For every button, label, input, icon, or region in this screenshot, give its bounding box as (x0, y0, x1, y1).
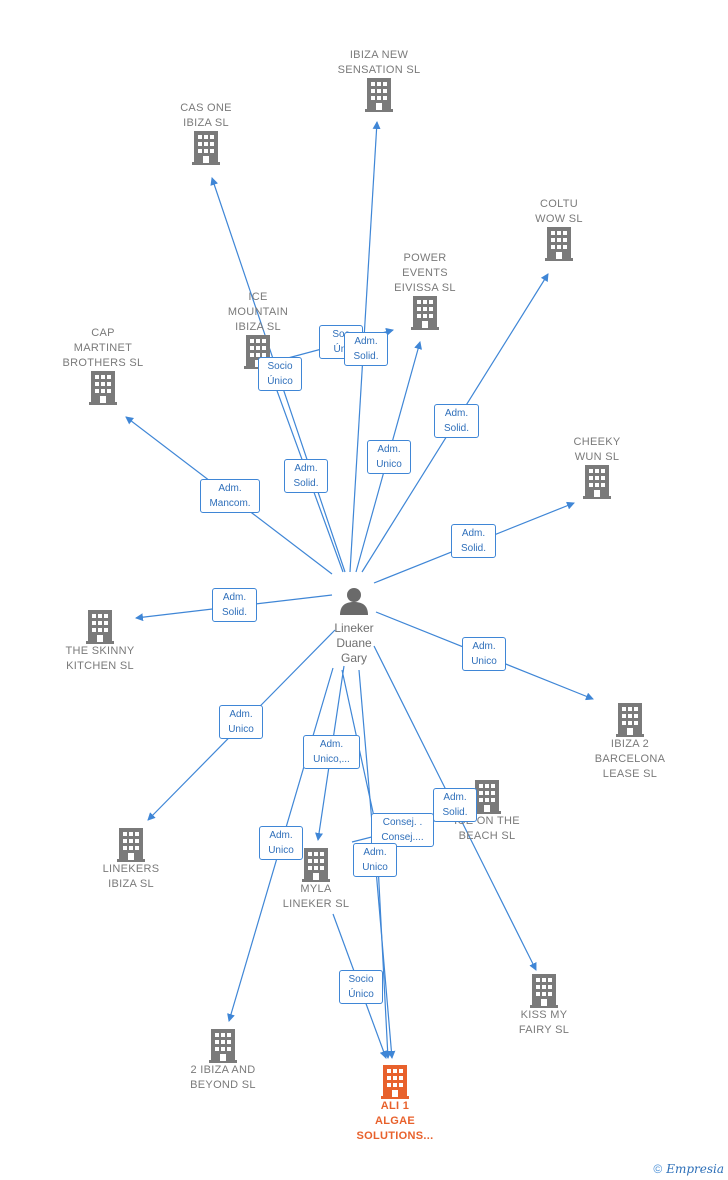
company-label: CAS ONE IBIZA SL (180, 102, 232, 129)
building-icon (192, 131, 220, 165)
role-tag-adm-solid[interactable]: Adm. Solid. (344, 332, 388, 366)
role-tag-adm-solid[interactable]: Adm. Solid. (451, 524, 496, 558)
role-tag-adm-solid[interactable]: Adm. Solid. (212, 588, 257, 622)
role-tag-adm-unico[interactable]: Adm. Unico (353, 843, 397, 877)
company-node-kiss-my-fairy[interactable]: KISS MY FAIRY SL (474, 974, 614, 1038)
role-tag-adm-unico[interactable]: Adm. Unico (367, 440, 411, 474)
copyright-icon: © (653, 1162, 663, 1176)
role-tag-adm-solid[interactable]: Adm. Solid. (284, 459, 328, 493)
company-label: ALI 1 ALGAE SOLUTIONS... (356, 1100, 434, 1142)
building-icon (583, 465, 611, 499)
building-icon (117, 828, 145, 862)
brand-logo: Empresia (666, 1162, 724, 1176)
company-node-cap-martinet-brothers[interactable]: CAP MARTINET BROTHERS SL (33, 326, 173, 405)
company-node-myla-lineker[interactable]: MYLA LINEKER SL (246, 848, 386, 912)
person-node-lineker-duane-gary[interactable]: Lineker Duane Gary (314, 586, 394, 666)
role-tag-adm-unico[interactable]: Adm. Unico (219, 705, 263, 739)
company-label: LINEKERS IBIZA SL (102, 863, 160, 890)
company-node-linekers-ibiza[interactable]: LINEKERS IBIZA SL (61, 828, 201, 892)
company-label: ICE MOUNTAIN IBIZA SL (227, 291, 289, 333)
company-label: MYLA LINEKER SL (282, 883, 350, 910)
role-tag-socio-unico[interactable]: Socio Único (258, 357, 302, 391)
company-node-power-events-eivissa[interactable]: POWER EVENTS EIVISSA SL (355, 251, 495, 330)
company-node-ibiza-2-barcelona-lease[interactable]: IBIZA 2 BARCELONA LEASE SL (560, 703, 700, 782)
company-node-2-ibiza-and-beyond[interactable]: 2 IBIZA AND BEYOND SL (153, 1029, 293, 1093)
building-icon (86, 610, 114, 644)
footer-brand: ©Empresia (653, 1162, 724, 1176)
company-label: THE SKINNY KITCHEN SL (65, 645, 135, 672)
company-label: IBIZA NEW SENSATION SL (337, 49, 421, 76)
company-node-cheeky-wun[interactable]: CHEEKY WUN SL (527, 435, 667, 499)
building-icon (411, 296, 439, 330)
role-tag-adm-unico[interactable]: Adm. Unico (462, 637, 506, 671)
company-label: COLTU WOW SL (535, 198, 583, 225)
building-icon (473, 780, 501, 814)
company-label: CAP MARTINET BROTHERS SL (62, 327, 144, 369)
role-tag-socio-unico[interactable]: Socio Único (339, 970, 383, 1004)
building-icon (209, 1029, 237, 1063)
person-icon (340, 588, 368, 615)
company-node-cas-one-ibiza[interactable]: CAS ONE IBIZA SL (136, 101, 276, 165)
company-label: CHEEKY WUN SL (573, 436, 621, 463)
role-tag-consejero[interactable]: Consej. . Consej.... (371, 813, 434, 847)
company-node-ali-1-algae-solutions[interactable]: ALI 1 ALGAE SOLUTIONS... (325, 1065, 465, 1144)
building-icon (545, 227, 573, 261)
role-tag-adm-solid[interactable]: Adm. Solid. (434, 404, 479, 438)
role-tag-adm-unico[interactable]: Adm. Unico (259, 826, 303, 860)
company-node-ice-mountain-ibiza[interactable]: ICE MOUNTAIN IBIZA SL (188, 290, 328, 369)
company-label: POWER EVENTS EIVISSA SL (394, 252, 456, 294)
role-tag-adm-mancom[interactable]: Adm. Mancom. (200, 479, 260, 513)
building-icon (530, 974, 558, 1008)
role-tag-adm-solid[interactable]: Adm. Solid. (433, 788, 477, 822)
building-icon (365, 78, 393, 112)
role-tag-adm-unico[interactable]: Adm. Unico,... (303, 735, 360, 769)
company-label: IBIZA 2 BARCELONA LEASE SL (594, 738, 666, 780)
company-node-ibiza-new-sensation[interactable]: IBIZA NEW SENSATION SL (309, 48, 449, 112)
person-name: Lineker Duane Gary (334, 621, 374, 665)
company-node-the-skinny-kitchen[interactable]: THE SKINNY KITCHEN SL (30, 610, 170, 674)
building-icon (89, 371, 117, 405)
company-node-coltu-wow[interactable]: COLTU WOW SL (489, 197, 629, 261)
building-icon (302, 848, 330, 882)
building-icon (616, 703, 644, 737)
company-label: 2 IBIZA AND BEYOND SL (190, 1064, 256, 1091)
company-label: KISS MY FAIRY SL (518, 1009, 570, 1036)
building-icon (381, 1065, 409, 1099)
